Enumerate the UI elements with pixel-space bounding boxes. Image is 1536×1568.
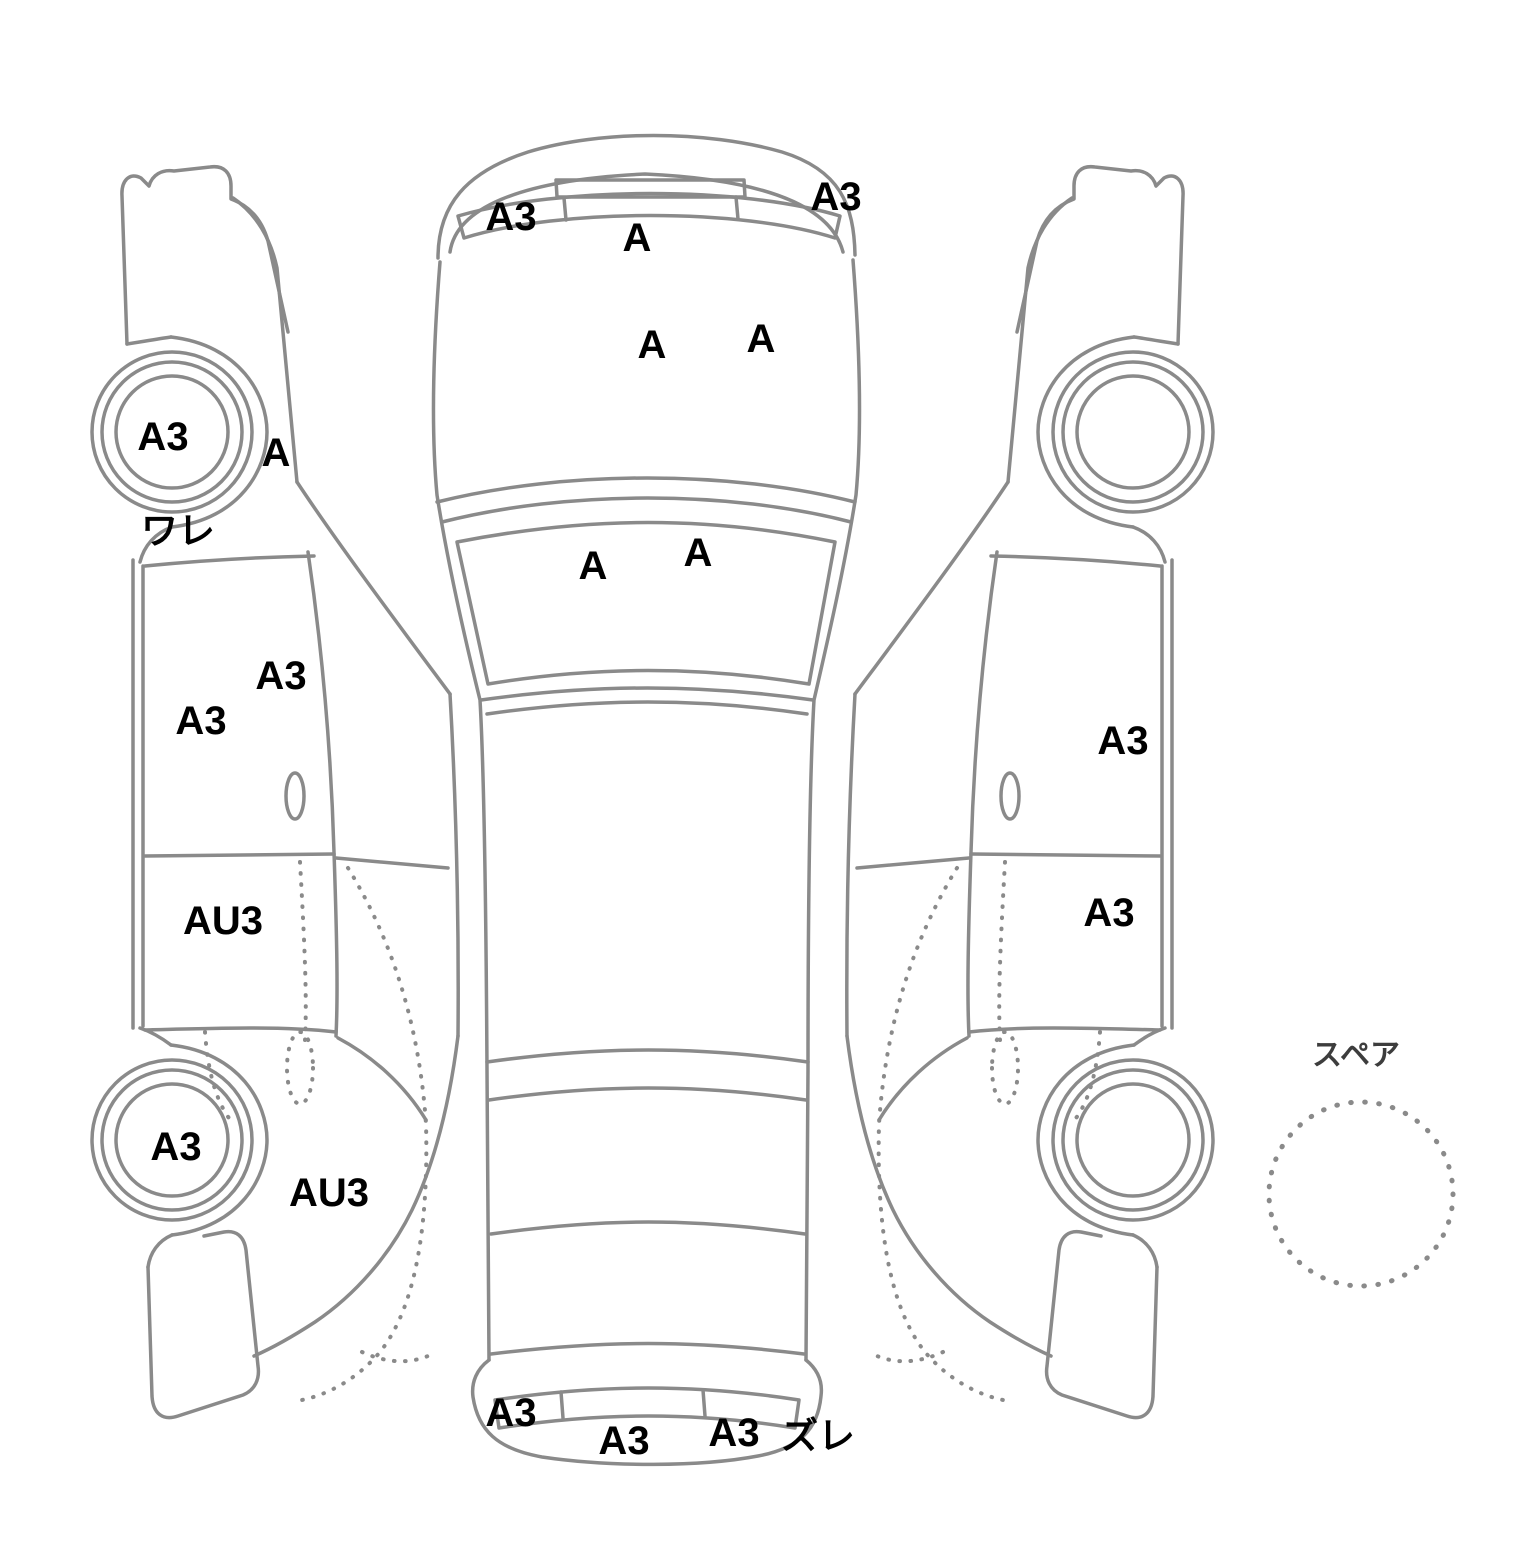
front-wheel: [90, 350, 254, 514]
left-side-view: [90, 164, 460, 1420]
damage-code-right-door: A3: [1097, 719, 1149, 763]
damage-code-left-front-wheel: A3: [137, 415, 189, 459]
damage-code-hood-top: A: [622, 216, 652, 260]
damage-code-hood-right: A: [746, 317, 776, 361]
damage-code-hood-left: A: [637, 323, 667, 367]
damage-code-windshield-right: A: [683, 531, 713, 575]
right-side-view: [844, 164, 1215, 1420]
damage-note-ware-crack: ワレ: [141, 510, 215, 552]
spare-tire: [1266, 1099, 1456, 1289]
damage-code-rear-center: A3: [598, 1419, 650, 1463]
damage-code-rear-left: A3: [485, 1391, 537, 1435]
damage-code-right-rear-door: A3: [1083, 891, 1135, 935]
damage-code-left-front-fender: A: [261, 431, 291, 475]
damage-code-windshield-left: A: [578, 544, 608, 588]
damage-code-front-right: A3: [810, 175, 862, 219]
damage-code-left-door-upper: A3: [255, 654, 307, 698]
spare-label: スペア: [1312, 1039, 1400, 1072]
damage-code-left-door-lower: AU3: [182, 899, 264, 943]
damage-code-left-rear-wheel: A3: [150, 1125, 202, 1169]
damage-code-front-left: A3: [485, 195, 537, 239]
damage-code-left-door: A3: [175, 699, 227, 743]
spare-tire-circle: [1266, 1099, 1456, 1289]
damage-code-left-quarter: AU3: [288, 1171, 370, 1215]
rear-wheel: [90, 1058, 254, 1222]
damage-note-zure-misalignment: ズレ: [781, 1415, 855, 1457]
door-handle: [284, 771, 306, 821]
damage-code-rear-right: A3: [708, 1411, 760, 1455]
top-view: [431, 133, 862, 1467]
